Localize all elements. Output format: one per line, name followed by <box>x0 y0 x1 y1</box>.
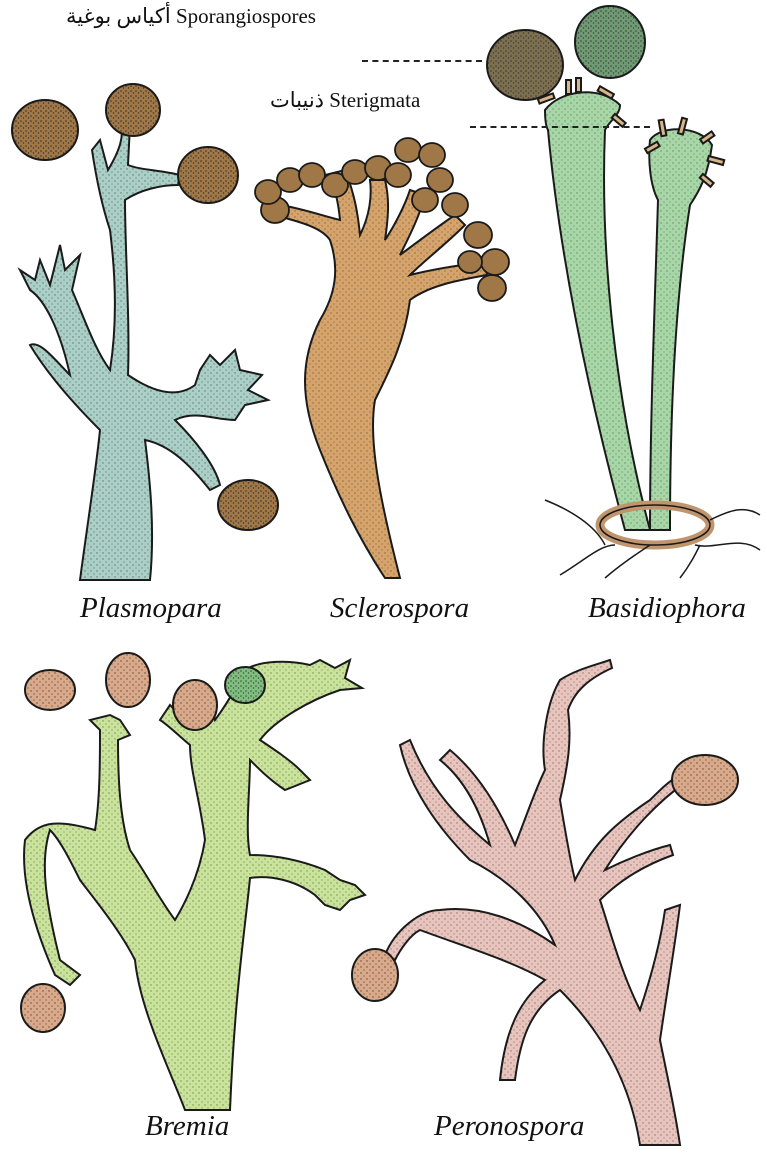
genus-label-peronospora: Peronospora <box>434 1110 584 1143</box>
genus-label-plasmopara: Plasmopara <box>80 592 222 625</box>
sterigmata-leader-line <box>470 126 650 128</box>
sporangiospores-label: أكياس بوغية Sporangiospores <box>66 4 316 29</box>
plasmopara-sporangiophore <box>12 84 278 580</box>
basidiophora-sporangiophores <box>487 6 760 578</box>
bremia-sporangiophore <box>21 653 365 1110</box>
sporangiospores-leader-line <box>362 60 482 62</box>
sterigmata-label: ذنيبات Sterigmata <box>270 88 420 113</box>
genus-label-sclerospora: Sclerospora <box>330 592 469 625</box>
genus-label-basidiophora: Basidiophora <box>588 592 746 625</box>
genus-label-bremia: Bremia <box>145 1110 229 1143</box>
peronospora-sporangiophore <box>352 660 738 1145</box>
sclerospora-sporangiophore <box>255 138 509 578</box>
